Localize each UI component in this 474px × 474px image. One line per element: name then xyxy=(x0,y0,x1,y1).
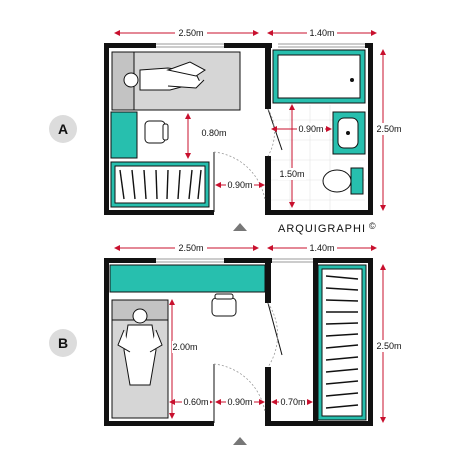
dim-top-right: 1.40m xyxy=(309,243,334,253)
chair-icon xyxy=(211,293,237,317)
dim-bath-depth: 1.50m xyxy=(279,169,304,179)
desk xyxy=(109,264,266,293)
plan-b-walls xyxy=(104,258,373,426)
desk xyxy=(110,111,138,159)
plan-b-label-badge: B xyxy=(49,329,77,357)
dim-right: 2.50m xyxy=(376,124,401,134)
plan-b: B 2.50m 1.40m 2.50m xyxy=(49,241,408,445)
entry-arrow-icon xyxy=(233,437,247,445)
dim-top-left: 2.50m xyxy=(178,243,203,253)
entry-arrow-icon xyxy=(233,223,247,231)
dim-top-right: 1.40m xyxy=(309,28,334,38)
dim-door: 0.90m xyxy=(227,180,252,190)
plan-a-windows xyxy=(156,43,365,48)
chair-icon xyxy=(144,120,169,144)
plan-b-windows xyxy=(156,258,313,263)
shower xyxy=(272,49,366,104)
dim-aisle: 0.60m xyxy=(183,397,208,407)
plan-a-label-badge: A xyxy=(49,115,77,143)
dim-door: 0.90m xyxy=(227,397,252,407)
plan-a: A 2.50m 1.40m 2.50m xyxy=(49,26,408,235)
sleeping-person-icon xyxy=(123,61,206,91)
dim-desk-gap: 0.80m xyxy=(201,128,226,138)
dim-bed-length: 2.00m xyxy=(172,342,197,352)
dim-top-left: 2.50m xyxy=(178,28,203,38)
bathroom-door xyxy=(267,108,283,157)
dim-right: 2.50m xyxy=(376,341,401,351)
dim-bath-width: 0.90m xyxy=(298,124,323,134)
entry-door xyxy=(213,363,266,423)
sleeping-person-icon xyxy=(117,308,163,386)
dim-closet-gap: 0.70m xyxy=(280,397,305,407)
toilet-icon xyxy=(322,167,364,195)
entry-door xyxy=(213,151,266,212)
wardrobe xyxy=(110,161,210,208)
plan-a-label: A xyxy=(58,121,68,137)
sink xyxy=(332,111,366,155)
plan-b-label: B xyxy=(58,335,68,351)
brand-logo: ARQUIGRAPHI© xyxy=(278,221,377,235)
plan-a-walls xyxy=(104,43,373,215)
closet-door xyxy=(267,302,283,368)
wardrobe xyxy=(317,264,367,421)
